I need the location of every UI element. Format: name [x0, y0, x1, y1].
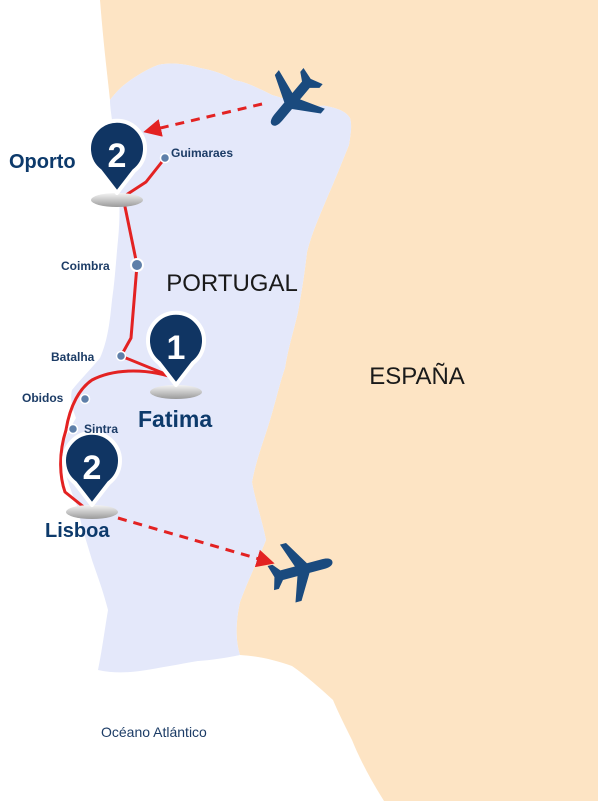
waypoint-dot-sintra [67, 423, 79, 435]
country-label-spain: ESPAÑA [369, 363, 465, 390]
arrival-flight-route [143, 102, 263, 137]
waypoint-dot-batalha [115, 350, 127, 362]
waypoint-label-guimaraes: Guimaraes [171, 146, 233, 160]
waypoint-label-batalha: Batalha [51, 350, 95, 364]
airplane-icon [270, 68, 325, 126]
waypoint-label-sintra: Sintra [84, 422, 118, 436]
departure-flight-route [117, 516, 275, 568]
map-pin-icon: 2 [62, 430, 122, 519]
country-label-portugal: PORTUGAL [166, 270, 298, 297]
city-label-lisboa: Lisboa [45, 520, 110, 542]
portugal-land [60, 63, 352, 673]
city-label-oporto: Oporto [9, 151, 76, 173]
spain-land [100, 0, 598, 801]
map-pin-icon: 2 [87, 118, 147, 207]
pin-nights-oporto: 2 [108, 137, 127, 175]
waypoint-label-coimbra: Coimbra [61, 259, 110, 273]
waypoint-dot-guimaraes [159, 152, 171, 164]
waypoint-dot-coimbra [130, 258, 144, 272]
pin-nights-fatima: 1 [167, 329, 186, 367]
waypoint-label-obidos: Obidos [22, 391, 64, 405]
city-label-fatima: Fatima [138, 406, 212, 432]
airplane-icon [267, 542, 333, 603]
ocean-label: Océano Atlántico [101, 724, 207, 740]
pin-nights-lisboa: 2 [83, 449, 102, 487]
waypoint-dot-obidos [79, 393, 91, 405]
map-pin-icon: 1 [146, 310, 206, 399]
